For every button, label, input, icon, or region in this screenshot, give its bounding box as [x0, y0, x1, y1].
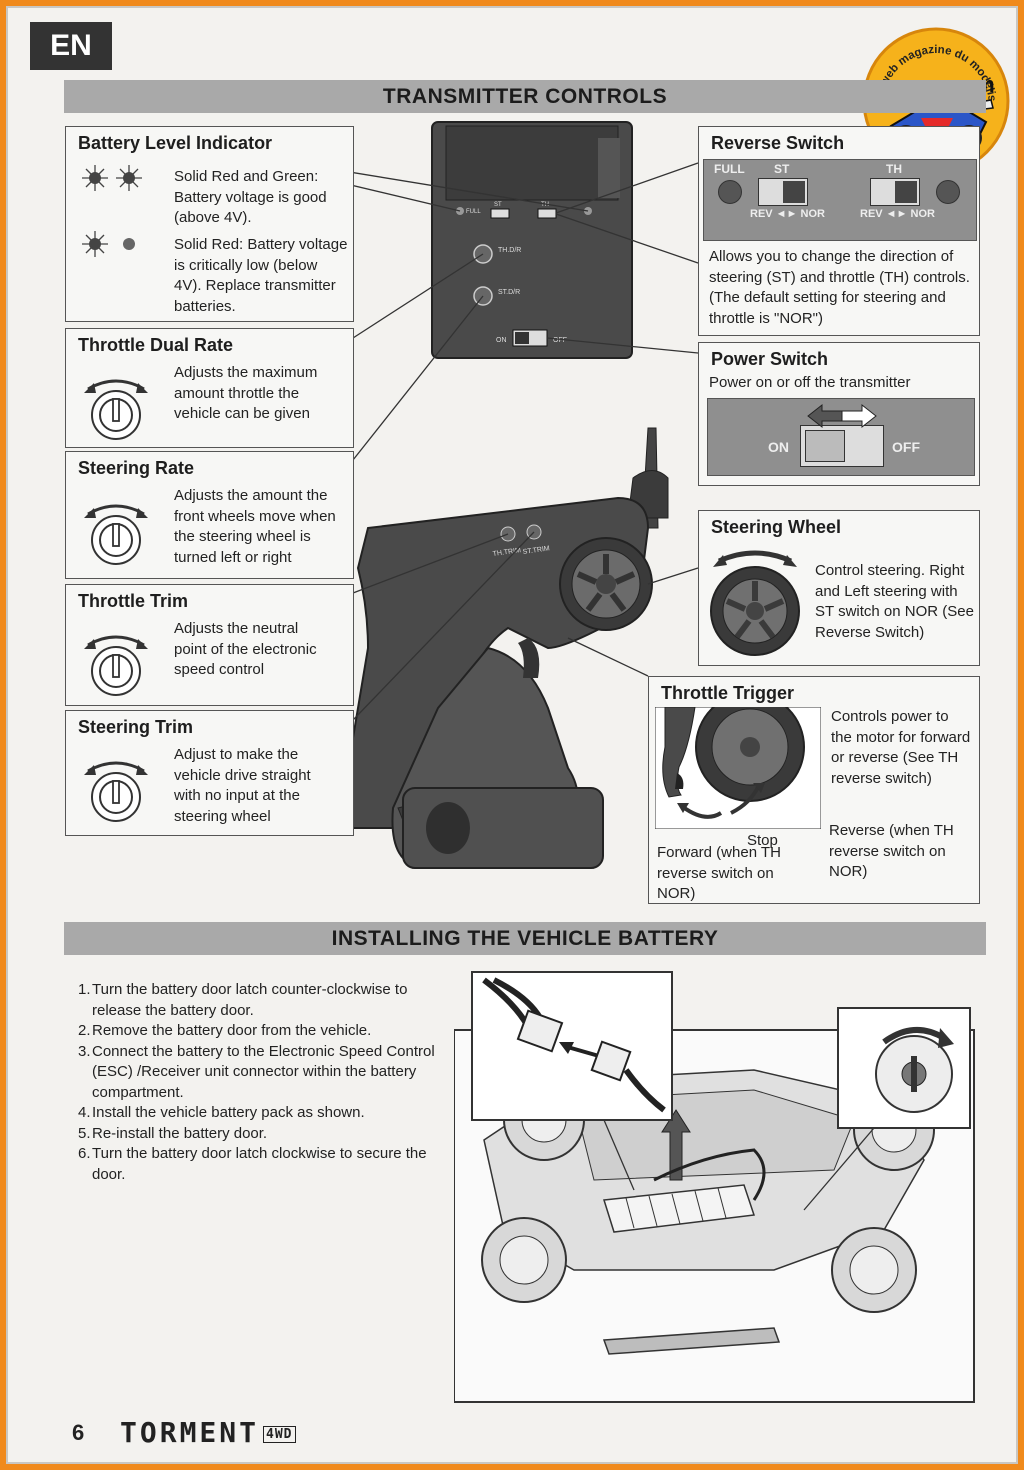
throttle-dual-rate-title: Throttle Dual Rate [78, 335, 234, 355]
language-tab: EN [30, 22, 112, 70]
throttle-dual-rate-desc: Adjusts the maximum amount throttle the … [174, 364, 318, 422]
throttle-trigger-panel: Throttle Trigger Controls power to the m… [648, 676, 980, 904]
led-red-green-icon [82, 165, 142, 191]
battery-level-desc-low: Solid Red: Battery voltage is critically… [174, 236, 348, 315]
steering-wheel-title: Steering Wheel [711, 517, 842, 537]
led-full-icon [718, 180, 742, 204]
reverse-switch-illustration: FULL ST TH REV ◄► NOR REV ◄► NOR [703, 159, 977, 241]
steering-trim-title: Steering Trim [78, 717, 194, 737]
power-switch-title: Power Switch [711, 349, 829, 369]
led-th-icon [936, 180, 960, 204]
steering-wheel-panel: Steering Wheel Control steering. Right a… [698, 510, 980, 666]
double-arrow-icon [807, 403, 877, 429]
throttle-trim-title: Throttle Trim [78, 591, 189, 611]
label-full: FULL [714, 162, 745, 176]
label-th: TH [886, 162, 902, 176]
tx-label-full: FULL [466, 209, 481, 215]
battery-pack-icon [603, 1184, 756, 1233]
section-banner-transmitter-controls: TRANSMITTER CONTROLS [64, 80, 986, 113]
steering-wheel-desc: Control steering. Right and Left steerin… [815, 562, 974, 641]
page-number: 6 [72, 1420, 85, 1445]
reverse-switch-title: Reverse Switch [711, 133, 845, 153]
throttle-trim-knob-icon [84, 635, 148, 696]
tx-label-th-dr: TH.D/R [498, 247, 521, 254]
tx-label-st-trim: ST.TRIM [522, 545, 550, 556]
power-switch-panel: Power Switch Power on or off the transmi… [698, 342, 980, 486]
tx-label-off: OFF [553, 337, 567, 344]
st-rev-nor-label: REV ◄► NOR [750, 208, 825, 220]
power-switch-illustration: ON OFF [707, 398, 975, 476]
st-reverse-toggle[interactable] [758, 178, 808, 206]
throttle-trigger-forward-label: Forward (when TH reverse switch on NOR) [657, 844, 781, 902]
product-logo-sub: 4WD [263, 1425, 296, 1443]
reverse-switch-panel: Reverse Switch FULL ST TH REV ◄► NOR REV… [698, 126, 980, 336]
list-item: 5.Re-install the battery door. [78, 1124, 268, 1142]
steering-wheel-icon [710, 550, 800, 656]
steering-rate-title: Steering Rate [78, 458, 195, 478]
tx-label-th-trim: TH.TRIM [492, 547, 521, 558]
list-item: 6.Turn the battery door latch clockwise … [78, 1145, 427, 1183]
transmitter-illustration: FULL ST TH TH.D/R ST.D/R ON OFF TH.TRIM … [177, 121, 699, 870]
throttle-dual-rate-panel: Throttle Dual Rate Adjusts the maximum a… [65, 328, 354, 448]
tx-label-st: ST [494, 202, 502, 208]
throttle-trigger-reverse-label: Reverse (when TH reverse switch on NOR) [829, 822, 954, 880]
list-item: 1.Turn the battery door latch counter-cl… [78, 981, 408, 1019]
power-toggle[interactable] [800, 425, 884, 467]
steering-rate-knob-icon [84, 504, 148, 565]
battery-level-indicator-panel: Battery Level Indicator Solid Red and Gr… [65, 126, 354, 322]
power-on-label: ON [768, 439, 789, 455]
steering-trim-knob-icon [84, 761, 148, 822]
steering-trim-desc: Adjust to make the vehicle drive straigh… [174, 746, 311, 825]
throttle-trigger-title: Throttle Trigger [661, 683, 795, 703]
battery-level-title: Battery Level Indicator [78, 133, 273, 153]
th-rev-nor-label: REV ◄► NOR [860, 208, 935, 220]
battery-level-desc-good: Solid Red and Green: Battery voltage is … [174, 168, 327, 226]
battery-steps-list: 1.Turn the battery door latch counter-cl… [78, 980, 458, 1185]
th-reverse-toggle[interactable] [870, 178, 920, 206]
throttle-trigger-desc: Controls power to the motor for forward … [831, 708, 971, 787]
power-switch-desc: Power on or off the transmitter [709, 374, 911, 391]
reverse-switch-desc: Allows you to change the direction of st… [709, 248, 970, 327]
list-item: 3.Connect the battery to the Electronic … [78, 1042, 435, 1101]
list-item: 4.Install the vehicle battery pack as sh… [78, 1104, 365, 1121]
power-off-label: OFF [892, 439, 920, 455]
section-banner-installing-battery: INSTALLING THE VEHICLE BATTERY [64, 922, 986, 955]
tx-label-st-dr: ST.D/R [498, 289, 520, 296]
steering-rate-desc: Adjusts the amount the front wheels move… [174, 487, 336, 566]
throttle-trim-panel: Throttle Trim Adjusts the neutral point … [65, 584, 354, 706]
label-st: ST [774, 162, 790, 176]
vehicle-battery-illustration [454, 971, 975, 1403]
list-item: 2.Remove the battery door from the vehic… [78, 1022, 372, 1039]
throttle-trigger-icon [655, 707, 821, 829]
throttle-trim-desc: Adjusts the neutral point of the electro… [174, 620, 317, 678]
steering-rate-panel: Steering Rate Adjusts the amount the fro… [65, 451, 354, 579]
tx-label-th: TH [541, 202, 549, 208]
throttle-trigger-stop-label: Stop [747, 832, 778, 849]
led-red-only-icon [82, 231, 135, 257]
tx-label-on: ON [496, 337, 507, 344]
steering-trim-panel: Steering Trim Adjust to make the vehicle… [65, 710, 354, 836]
throttle-dual-rate-knob-icon [84, 379, 148, 440]
manual-page: EN Le web magazine du modélisme rcmag.co… [6, 6, 1018, 1464]
